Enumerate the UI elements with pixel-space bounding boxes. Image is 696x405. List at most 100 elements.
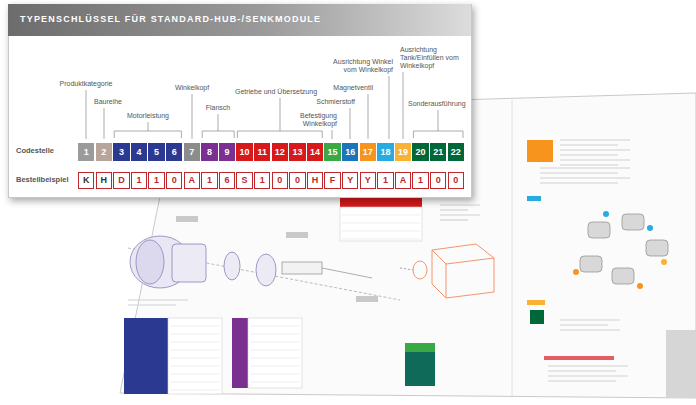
table-row	[170, 382, 220, 383]
order-example-cell: 6	[219, 172, 235, 189]
row-label: Bestellbeispiel	[16, 176, 76, 185]
leader-line	[350, 108, 351, 139]
table-row	[250, 374, 300, 375]
leader-line	[148, 122, 149, 131]
table-row	[342, 231, 420, 232]
text-line	[128, 304, 176, 305]
code-position-cell: 17	[360, 143, 376, 161]
text-line	[540, 182, 618, 183]
order-code: 1	[207, 176, 212, 185]
leader-line	[104, 108, 105, 139]
text-lines	[128, 140, 630, 390]
leader-line	[280, 98, 281, 131]
position-number: 21	[433, 148, 443, 157]
text-line	[560, 324, 608, 325]
order-example-cell: 0	[289, 172, 305, 189]
title: TYPENSCHLÜSSEL FÜR STANDARD-HUB-/SENKMOD…	[20, 14, 321, 24]
bracket	[413, 131, 463, 138]
code-field-label: Produktkategorie	[51, 80, 121, 88]
text-line	[560, 154, 618, 155]
order-code: 0	[295, 176, 300, 185]
code-position-cell: 12	[272, 143, 288, 161]
text-line	[560, 139, 630, 140]
code-field-label: Befestigung Winkelkopf	[291, 112, 337, 128]
code-position-cell: 6	[166, 143, 182, 161]
code-position-cell: 16	[342, 143, 358, 161]
housing-drawing	[400, 244, 494, 298]
table-row	[250, 326, 300, 327]
order-code: A	[189, 176, 196, 185]
table-row	[170, 366, 220, 367]
position-number: 20	[416, 148, 426, 157]
leader-line	[332, 130, 333, 139]
order-example-cell: A	[184, 172, 200, 189]
order-code: 1	[154, 176, 159, 185]
table-row	[170, 326, 220, 327]
text-line	[560, 164, 618, 165]
order-example-cell: H	[96, 172, 112, 189]
bracket	[237, 131, 322, 138]
code-position-cell: 1	[78, 143, 94, 161]
code-position-cell: 13	[289, 143, 305, 161]
code-field-label: Flansch	[203, 104, 233, 112]
bracket	[202, 131, 234, 138]
position-number: 3	[119, 148, 124, 157]
order-code: H	[101, 176, 108, 185]
order-example-cell: 0	[430, 172, 446, 189]
text-line	[560, 319, 620, 320]
text-line	[128, 299, 188, 300]
order-example-cell: 1	[377, 172, 393, 189]
text-line	[540, 172, 618, 173]
code-position-cell: 22	[448, 143, 464, 161]
order-example-cell: 0	[448, 172, 464, 189]
table-row	[170, 374, 220, 375]
row-label: Codestelle	[16, 147, 76, 156]
order-code: 0	[277, 176, 282, 185]
code-field-label: Motorleistung	[118, 112, 178, 120]
order-example-cell: A	[395, 172, 411, 189]
table-row	[250, 358, 300, 359]
code-field-label: Getriebe und Übersetzung	[231, 88, 321, 96]
order-code: 0	[172, 176, 177, 185]
leader-line	[86, 90, 87, 139]
page-fold	[512, 100, 513, 396]
order-code: 1	[418, 176, 423, 185]
order-code: Y	[365, 176, 371, 185]
text-line	[540, 177, 630, 178]
order-code: K	[83, 176, 90, 185]
code-position-cell: 10	[236, 143, 252, 161]
order-example-cell: 1	[148, 172, 164, 189]
text-line	[440, 214, 480, 215]
text-line	[560, 149, 630, 150]
bracket	[114, 131, 181, 138]
table-row	[250, 334, 300, 335]
text-line	[540, 167, 630, 168]
motor-icons	[573, 211, 668, 289]
position-number: 22	[451, 148, 461, 157]
position-number: 5	[154, 148, 159, 157]
text-line	[560, 144, 618, 145]
code-field-label: Magnetventil	[325, 84, 373, 92]
leader-line	[368, 94, 369, 139]
code-field-label: Winkelkopf	[170, 84, 214, 92]
order-code: H	[312, 176, 319, 185]
table-row	[250, 350, 300, 351]
code-field-label: Baureihe	[88, 98, 128, 106]
order-example-cell: Y	[342, 172, 358, 189]
table-row	[250, 342, 300, 343]
position-number: 18	[380, 148, 390, 157]
leader-line	[218, 114, 219, 131]
leader-line	[438, 110, 439, 131]
text-line	[548, 365, 628, 366]
table-row	[170, 358, 220, 359]
order-code: S	[242, 176, 248, 185]
order-code: 0	[453, 176, 458, 185]
code-field-label: Ausrichtung Winkel vom Winkelkopf	[321, 58, 393, 74]
text-line	[548, 370, 616, 371]
order-example-cell: 1	[201, 172, 217, 189]
position-number: 12	[275, 148, 285, 157]
table-row	[170, 334, 220, 335]
code-position-cell: 3	[113, 143, 129, 161]
code-position-cell: 7	[184, 143, 200, 161]
leader-line	[192, 94, 193, 139]
